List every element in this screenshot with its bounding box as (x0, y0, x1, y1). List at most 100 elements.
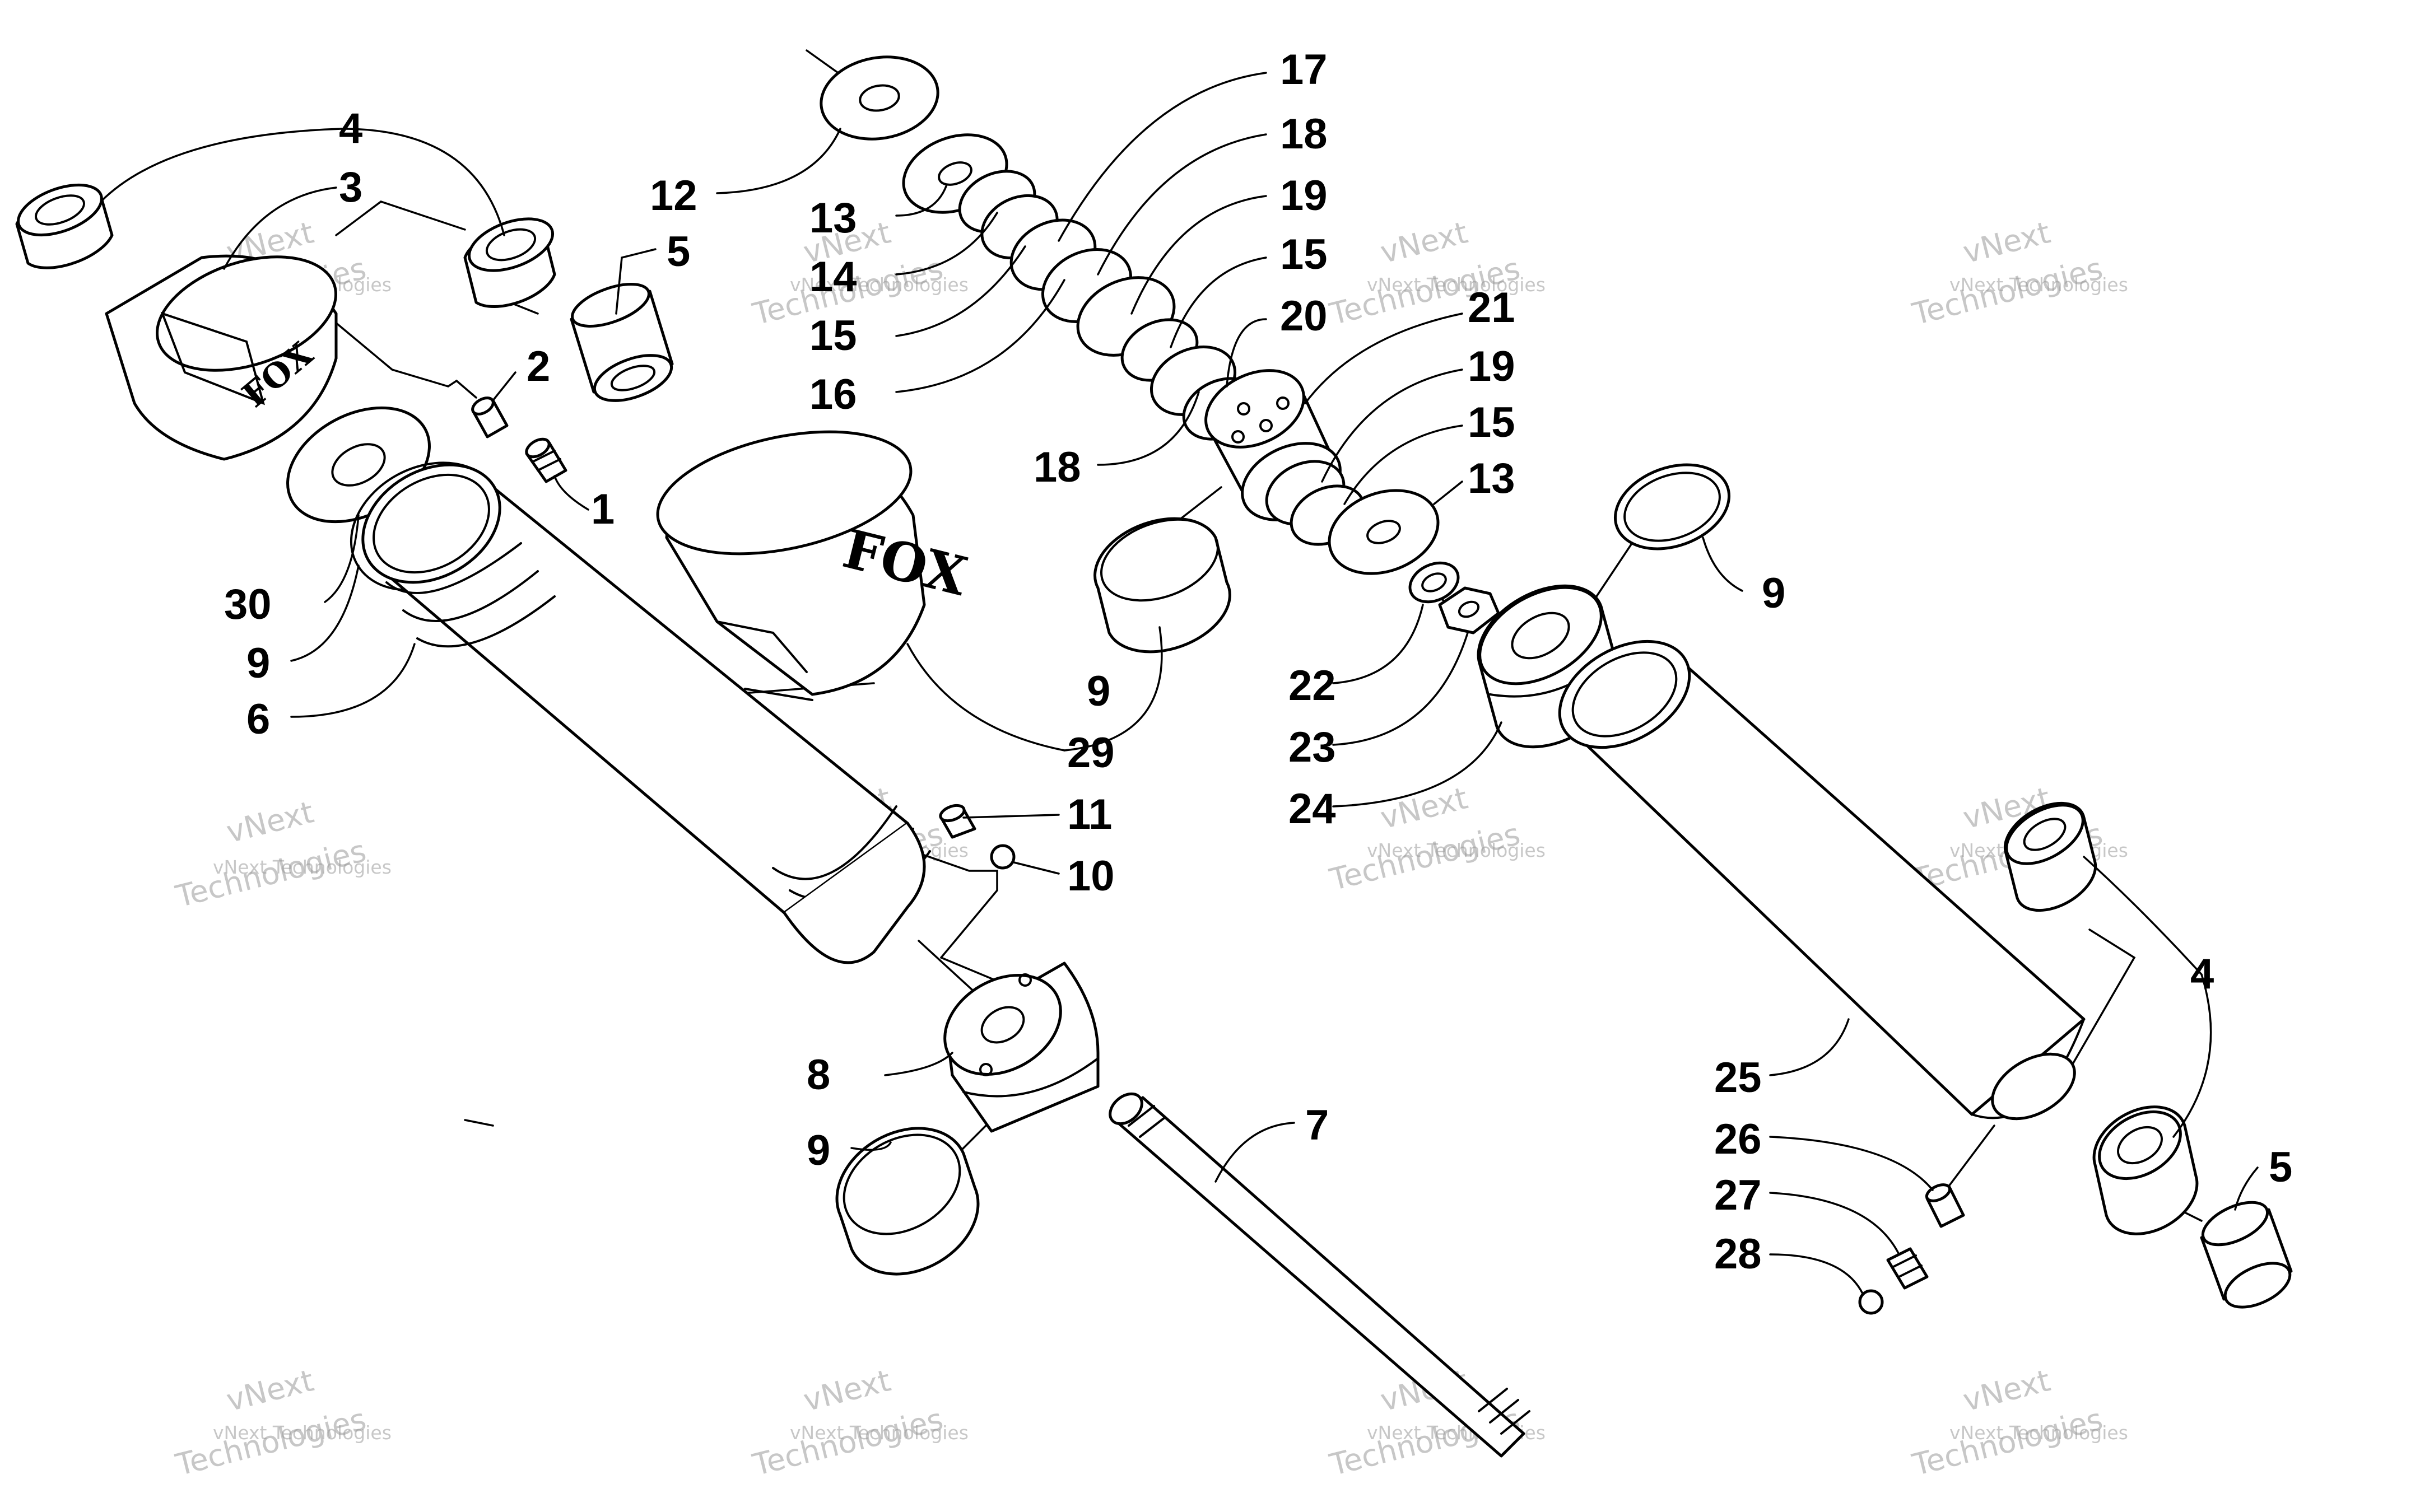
part-plug-26 (1925, 1183, 1965, 1228)
leader-line (553, 475, 589, 511)
leader-line (1214, 1122, 1295, 1183)
leader-line (1769, 1018, 1850, 1076)
watermark-text: vNext (1377, 214, 1471, 270)
watermark-text: vNext (223, 1362, 317, 1418)
callout-9: 9 (1087, 668, 1110, 715)
leader-line (1343, 424, 1463, 505)
leader-line (1130, 195, 1267, 315)
callout-5: 5 (667, 228, 690, 276)
callout-10: 10 (1067, 852, 1115, 900)
callout-19: 19 (1280, 172, 1328, 220)
part-body-6 (361, 463, 931, 964)
watermark-text: vNext Technologies (213, 1422, 392, 1444)
leader-line (290, 643, 416, 718)
callout-numbers: 4 3 12 5 2 1 13 14 15 16 17 18 19 15 20 … (224, 46, 2292, 1278)
axis-line (335, 200, 466, 236)
leader-lines (100, 72, 2259, 1295)
part-shaft-7 (1109, 1092, 1530, 1458)
callout-29: 29 (1067, 729, 1115, 777)
watermark: vNext Technologies vNext Technologies (749, 1362, 969, 1483)
watermark: vNext Technologies vNext Technologies (1326, 780, 1546, 898)
callout-30: 30 (224, 581, 272, 628)
leader-line (223, 186, 337, 270)
leader-line (1769, 1253, 1864, 1295)
part-ball-10 (990, 844, 1016, 870)
watermark-text: vNext (223, 794, 317, 850)
watermark-text: vNext (1960, 214, 2054, 270)
callout-21: 21 (1468, 284, 1515, 332)
callout-15: 15 (1468, 399, 1515, 446)
callout-19: 19 (1468, 343, 1515, 390)
axis-line (324, 312, 477, 399)
callout-20: 20 (1280, 292, 1328, 340)
part-bushing-4-upper (463, 217, 556, 308)
watermark-text: vNext Technologies (1949, 274, 2128, 296)
callout-2: 2 (527, 343, 550, 390)
watermark-text: Technologies (172, 833, 370, 914)
leader-line (962, 814, 1060, 819)
watermark-text: vNext Technologies (790, 1422, 969, 1444)
leader-line (895, 245, 1026, 337)
callout-9: 9 (246, 640, 270, 687)
callout-12: 12 (650, 172, 697, 220)
callout-24: 24 (1288, 785, 1336, 833)
part-oring-9-right (1613, 463, 1731, 550)
leader-line (1332, 721, 1502, 808)
watermark: vNext Technologies vNext Technologies (172, 794, 392, 914)
callout-22: 22 (1288, 662, 1336, 710)
leader-line (1769, 1136, 1934, 1191)
axis-line (912, 850, 998, 959)
leader-line (884, 1052, 953, 1076)
callout-23: 23 (1288, 724, 1336, 771)
part-ball-28 (1858, 1289, 1884, 1315)
part-valve-2 (471, 396, 509, 438)
watermark-text: vNext Technologies (213, 856, 392, 878)
leader-line (1097, 391, 1200, 466)
leader-line (2083, 856, 2203, 976)
callout-4: 4 (339, 105, 362, 152)
leader-line (1769, 1192, 1900, 1256)
leader-line (324, 514, 360, 603)
leader-line (1304, 312, 1463, 404)
watermark: vNext Technologies vNext Technologies (749, 214, 969, 332)
part-washer-13-lower (1328, 489, 1440, 575)
part-cap-29: FOX (656, 430, 973, 701)
leader-line (895, 212, 998, 276)
leader-line (1097, 133, 1267, 276)
part-spacer-5-lower (2200, 1201, 2293, 1309)
part-end-cap-8 (943, 962, 1100, 1133)
leader-line (895, 184, 948, 217)
watermark: vNext Technologies vNext Technologies (1909, 1362, 2128, 1483)
leader-line (1013, 861, 1060, 875)
part-washer-12 (820, 55, 939, 141)
watermark-text: Technologies (1909, 251, 2106, 332)
watermark: vNext Technologies vNext Technologies (172, 1362, 392, 1483)
callout-18: 18 (1280, 110, 1328, 158)
leader-line (1063, 626, 1163, 752)
leader-line (906, 643, 1065, 752)
callout-1: 1 (591, 486, 615, 533)
leader-line (100, 128, 343, 203)
callout-28: 28 (1714, 1230, 1762, 1278)
leader-line (850, 1141, 892, 1151)
callout-25: 25 (1714, 1054, 1762, 1102)
callout-7: 7 (1305, 1102, 1329, 1149)
watermark-text: vNext (1960, 1362, 2054, 1418)
leader-line (290, 564, 360, 662)
callout-14: 14 (809, 253, 857, 301)
part-oring-9-middle (1093, 517, 1231, 654)
callout-11: 11 (1067, 791, 1112, 838)
watermark-text: Technologies (749, 1402, 947, 1483)
part-bushing-4-right (2003, 801, 2097, 912)
part-washer-22 (1408, 561, 1460, 604)
axis-line (464, 1119, 494, 1127)
leader-line (716, 128, 841, 194)
callout-27: 27 (1714, 1172, 1762, 1219)
part-pin-11 (939, 804, 976, 839)
part-spacer-5-upper (570, 283, 674, 402)
callout-9: 9 (1762, 570, 1785, 617)
part-bushing-4-left (15, 183, 114, 269)
watermark-text: vNext Technologies (1949, 1422, 2128, 1444)
leader-line (1058, 72, 1267, 242)
watermark-text: vNext (1377, 780, 1471, 836)
